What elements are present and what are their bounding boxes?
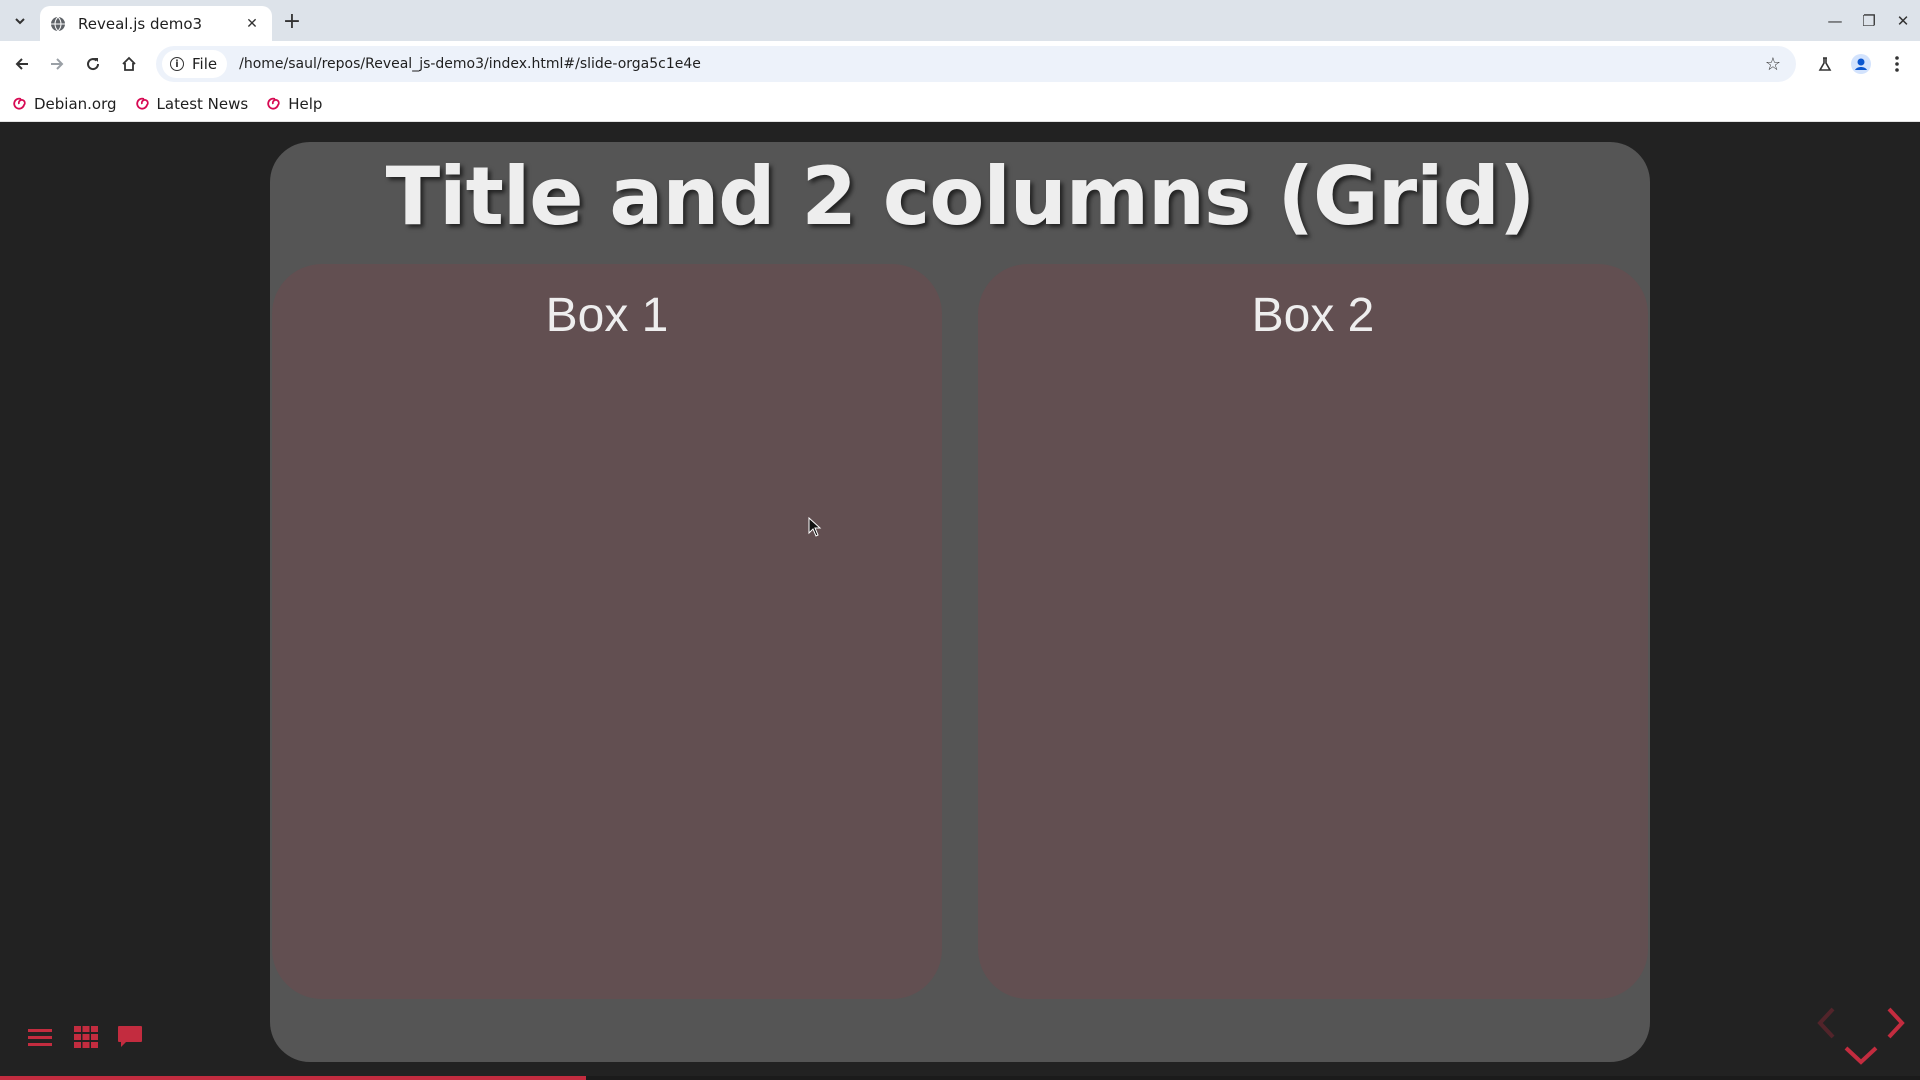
next-arrow-icon[interactable] xyxy=(1885,1006,1907,1040)
globe-icon xyxy=(50,16,66,32)
browser-toolbar: i File /home/saul/repos/Reveal_js-demo3/… xyxy=(0,41,1920,87)
home-button[interactable] xyxy=(116,51,142,77)
close-window-button[interactable]: ✕ xyxy=(1892,10,1914,32)
arrow-left-icon xyxy=(15,58,28,70)
reload-icon xyxy=(87,58,100,71)
reload-button[interactable] xyxy=(80,51,106,77)
browser-tab[interactable]: Reveal.js demo3 ✕ xyxy=(40,6,272,41)
plus-icon: + xyxy=(282,8,302,34)
bookmark-help[interactable]: Help xyxy=(266,95,322,113)
restore-icon: ❐ xyxy=(1862,12,1876,30)
info-icon: i xyxy=(170,57,184,71)
overview-button[interactable] xyxy=(72,1024,100,1050)
restore-button[interactable]: ❐ xyxy=(1858,10,1880,32)
bookmark-debian[interactable]: Debian.org xyxy=(12,95,117,113)
back-button[interactable] xyxy=(9,51,35,77)
reveal-viewport: Title and 2 columns (Grid) Box 1 Box 2 xyxy=(0,122,1920,1080)
debian-swirl-icon xyxy=(267,97,280,110)
box-label: Box 1 xyxy=(545,289,669,342)
mouse-cursor-icon xyxy=(808,517,822,537)
debian-swirl-icon xyxy=(135,97,149,110)
arrow-right-icon xyxy=(51,58,64,70)
grid-box-1: Box 1 xyxy=(272,264,942,999)
chevron-down-icon xyxy=(15,18,25,25)
down-arrow-icon[interactable] xyxy=(1843,1044,1879,1068)
speech-bubble-icon xyxy=(118,1026,142,1047)
forward-button[interactable] xyxy=(44,51,70,77)
speaker-notes-button[interactable] xyxy=(116,1024,144,1050)
grid-icon xyxy=(74,1026,98,1048)
home-icon xyxy=(122,56,136,71)
browser-menu-button[interactable] xyxy=(1884,51,1910,77)
profile-icon xyxy=(1851,54,1871,74)
minimize-icon: — xyxy=(1827,12,1843,30)
tab-strip: Reveal.js demo3 ✕ + — ❐ ✕ xyxy=(0,0,1920,41)
slide-title: Title and 2 columns (Grid) xyxy=(385,150,1536,243)
progress-fill xyxy=(0,1076,586,1080)
new-tab-button[interactable]: + xyxy=(280,8,304,34)
tab-search-button[interactable] xyxy=(8,9,32,33)
box-label: Box 2 xyxy=(1251,289,1375,342)
site-info-chip[interactable]: i File xyxy=(162,50,228,78)
slide-menu-button[interactable] xyxy=(26,1024,54,1050)
close-icon[interactable]: ✕ xyxy=(246,15,258,32)
slide: Title and 2 columns (Grid) Box 1 Box 2 xyxy=(270,142,1650,1062)
menu-icon xyxy=(28,1029,52,1046)
profile-button[interactable] xyxy=(1848,51,1874,77)
bookmark-label: Help xyxy=(288,95,323,113)
bookmark-label: Debian.org xyxy=(34,95,117,113)
labs-button[interactable] xyxy=(1812,51,1838,77)
bookmarks-bar: Debian.org Latest News Help xyxy=(0,87,1920,122)
debian-swirl-icon xyxy=(13,97,26,110)
close-window-icon: ✕ xyxy=(1896,12,1910,30)
flask-icon xyxy=(1818,57,1832,71)
bookmark-star-icon[interactable]: ☆ xyxy=(1764,53,1782,75)
bookmark-latest-news[interactable]: Latest News xyxy=(135,95,249,113)
tab-title: Reveal.js demo3 xyxy=(78,14,203,33)
bookmark-label: Latest News xyxy=(156,95,249,113)
chip-label: File xyxy=(192,55,218,73)
grid-box-2: Box 2 xyxy=(978,264,1648,999)
progress-bar xyxy=(0,1076,1920,1080)
url-text[interactable]: /home/saul/repos/Reveal_js-demo3/index.h… xyxy=(239,56,701,72)
minimize-button[interactable]: — xyxy=(1824,10,1846,32)
kebab-menu-icon xyxy=(1895,56,1899,72)
prev-arrow-icon[interactable] xyxy=(1815,1006,1837,1040)
address-bar[interactable]: i File /home/saul/repos/Reveal_js-demo3/… xyxy=(156,46,1796,82)
